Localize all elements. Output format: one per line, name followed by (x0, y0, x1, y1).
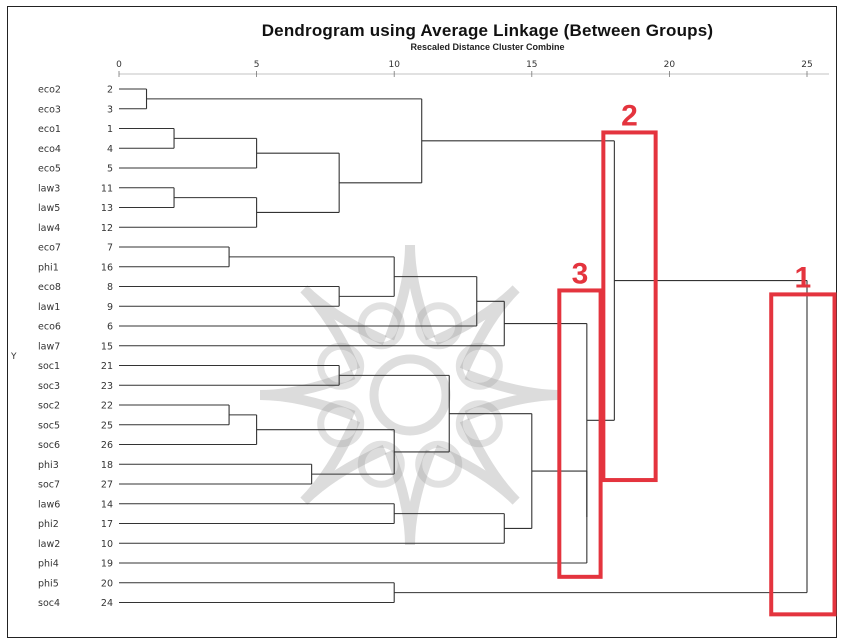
leaf-label: eco3 (38, 104, 61, 115)
leaf-id: 14 (101, 499, 113, 510)
leaf-label: eco7 (38, 243, 61, 254)
leaf-id: 4 (107, 144, 113, 155)
leaf-label: soc5 (38, 420, 60, 431)
leaf-id: 19 (101, 559, 113, 570)
leaf-id: 6 (107, 322, 113, 333)
leaf-id: 25 (101, 420, 113, 431)
leaf-label: soc3 (38, 381, 60, 392)
leaf-id: 21 (101, 361, 113, 372)
axis-tick-label: 0 (116, 60, 122, 70)
leaf-label: eco5 (38, 164, 61, 175)
leaf-id: 12 (101, 223, 113, 234)
leaf-id: 24 (101, 598, 113, 609)
leaf-label: law7 (38, 341, 60, 352)
leaf-label: soc1 (38, 361, 60, 372)
watermark-petal (433, 418, 520, 505)
leaf-id: 17 (101, 519, 113, 530)
highlight-box (557, 288, 603, 579)
leaf-label: law3 (38, 183, 60, 194)
leaf-label: eco1 (38, 124, 61, 135)
leaf-id: 9 (107, 302, 113, 313)
leaf-id: 20 (101, 578, 113, 589)
highlight-boxes: 1 2 3 (557, 99, 837, 617)
y-axis-label: Y (10, 352, 17, 362)
leaf-labels: eco2 2 eco3 3 eco1 1 eco4 4 eco5 5 law3 11 law5 13 law… (38, 85, 113, 610)
watermark-ring (357, 440, 405, 488)
watermark-petal (300, 285, 387, 372)
axis-tick-label: 20 (664, 60, 676, 70)
leaf-id: 2 (107, 85, 113, 96)
axis-tick-label: 5 (254, 60, 260, 70)
leaf-id: 3 (107, 104, 113, 115)
leaf-id: 15 (101, 341, 113, 352)
leaf-label: phi2 (38, 519, 59, 530)
watermark-petal (464, 369, 561, 421)
leaf-label: phi3 (38, 460, 59, 471)
watermark-logo (259, 244, 561, 546)
leaf-id: 26 (101, 440, 113, 451)
axis-tick-label: 25 (801, 60, 812, 70)
highlight-label: 1 (795, 261, 812, 294)
distance-axis: 0 5 10 15 20 25 (116, 60, 830, 77)
leaf-label: eco4 (38, 144, 61, 155)
watermark-petal (384, 449, 436, 546)
axis-tick-label: 10 (388, 60, 400, 70)
leaf-label: phi1 (38, 262, 59, 273)
leaf-label: soc4 (38, 598, 60, 609)
leaf-id: 11 (101, 183, 113, 194)
leaf-label: eco8 (38, 282, 61, 293)
leaf-id: 1 (107, 124, 113, 135)
watermark-petal (300, 418, 387, 505)
leaf-label: phi4 (38, 559, 59, 570)
watermark-center (369, 354, 451, 436)
highlight-box (601, 130, 658, 483)
leaf-id: 23 (101, 381, 113, 392)
leaf-label: law4 (38, 223, 60, 234)
leaf-label: law5 (38, 203, 60, 214)
leaf-label: soc2 (38, 401, 60, 412)
axis-tick-label: 15 (526, 60, 537, 70)
watermark-ring (317, 400, 365, 448)
chart-subtitle: Rescaled Distance Cluster Combine (410, 42, 565, 52)
leaf-id: 5 (107, 164, 113, 175)
watermark-petal (384, 244, 436, 341)
watermark-ring (415, 440, 463, 488)
leaf-label: soc6 (38, 440, 60, 451)
leaf-label: eco2 (38, 85, 61, 96)
leaf-label: law1 (38, 302, 60, 313)
leaf-label: law6 (38, 499, 60, 510)
leaf-id: 18 (101, 460, 113, 471)
watermark-ring (455, 400, 503, 448)
leaf-label: law2 (38, 539, 60, 550)
leaf-id: 22 (101, 401, 113, 412)
chart-title: Dendrogram using Average Linkage (Betwee… (261, 21, 714, 40)
leaf-id: 8 (107, 282, 113, 293)
highlight-label: 3 (572, 257, 589, 290)
highlight-box (769, 292, 837, 617)
leaf-label: eco6 (38, 322, 61, 333)
leaf-id: 7 (107, 243, 113, 254)
leaf-id: 16 (101, 262, 113, 273)
leaf-id: 13 (101, 203, 113, 214)
leaf-id: 10 (101, 539, 113, 550)
highlight-label: 2 (621, 99, 638, 132)
leaf-label: phi5 (38, 578, 59, 589)
leaf-label: soc7 (38, 480, 60, 491)
dendrogram-tree (119, 88, 808, 604)
leaf-id: 27 (101, 480, 113, 491)
